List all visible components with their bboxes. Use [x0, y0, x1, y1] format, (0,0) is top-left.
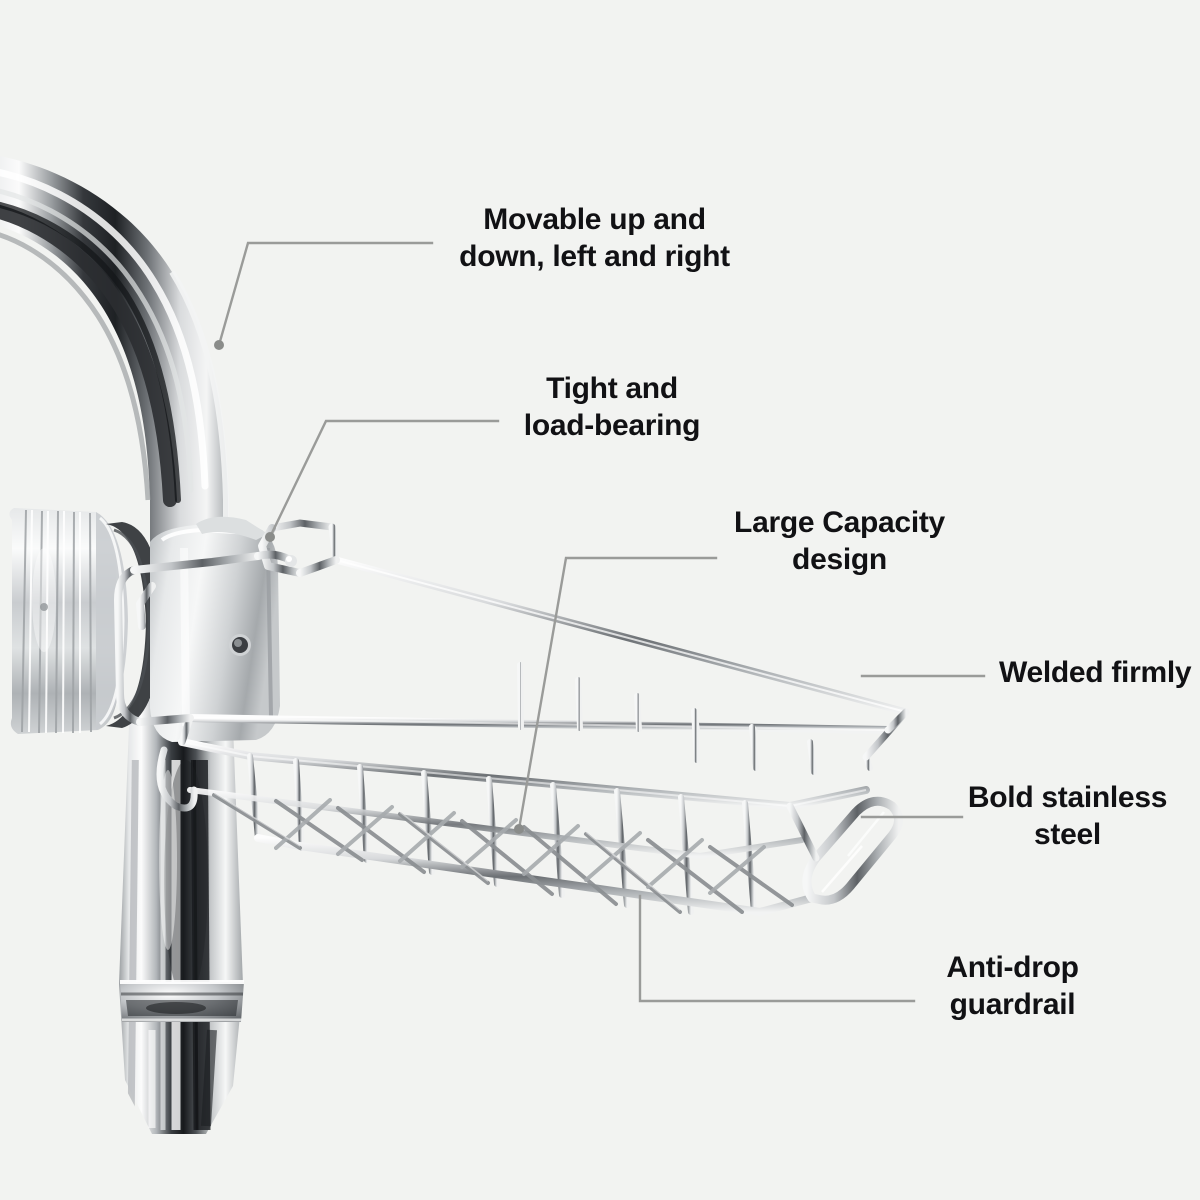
- basket-mesh-bottom-cross: [274, 798, 766, 895]
- basket-hook-left: [156, 746, 198, 812]
- callout-anti-drop-guardrail: Anti-drop guardrail: [946, 951, 1079, 1021]
- clamp-gasket: [106, 522, 162, 728]
- clamp-arm-wires: [114, 552, 262, 726]
- bracket-screw: [229, 634, 251, 656]
- leader-tight: [268, 419, 500, 539]
- faucet-body: [0, 156, 229, 560]
- leader-movable: [217, 241, 434, 347]
- callout-movable: Movable up and down, left and right: [459, 203, 730, 273]
- leader-antidrop: [638, 894, 916, 1003]
- callout-large-capacity: Large Capacity design: [734, 506, 945, 576]
- leader-capacity: [517, 556, 718, 831]
- faucet-collar: [120, 980, 244, 1022]
- basket-mesh-bottom: [212, 793, 794, 914]
- leader-dots: [214, 340, 524, 834]
- callout-tight-load-bearing: Tight and load-bearing: [523, 372, 701, 442]
- anti-drop-guardrail: [786, 796, 903, 905]
- leader-dot-tight: [265, 532, 275, 542]
- faucet-spout: [119, 700, 244, 1134]
- leader-lines: [217, 241, 986, 1003]
- callout-welded-firmly: Welded firmly: [999, 656, 1192, 689]
- basket-back-ribs: [397, 630, 758, 734]
- clamp-knob: [9, 508, 128, 734]
- basket-back-ribs-upper: [691, 708, 873, 775]
- callout-bold-stainless-steel: Bold stainless steel: [967, 781, 1168, 851]
- leader-dot-capacity: [514, 824, 524, 834]
- wire-basket: [114, 519, 910, 916]
- leader-dot-movable: [214, 340, 224, 350]
- mount-bracket: [150, 516, 280, 742]
